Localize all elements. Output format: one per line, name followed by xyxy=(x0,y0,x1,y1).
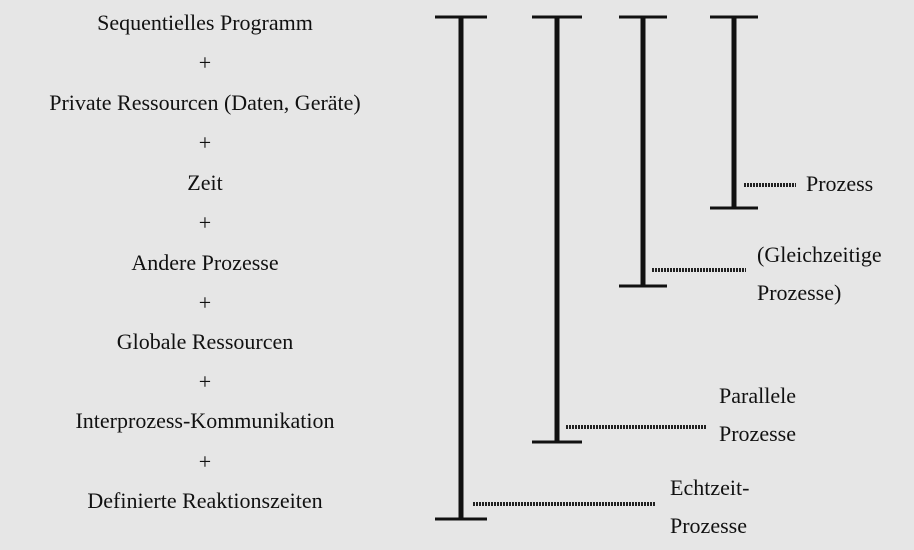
bracket-echtzeit xyxy=(435,15,656,521)
label-parallele-prozesse: Parallele Prozesse xyxy=(719,377,796,453)
label-echtzeit-line2: Prozesse xyxy=(670,513,747,538)
plus-sign: + xyxy=(198,50,212,75)
component-private-resources: Private Ressourcen (Daten, Geräte) xyxy=(49,90,361,115)
component-defined-reaction-times: Definierte Reaktionszeiten xyxy=(87,488,323,513)
bracket-parallele xyxy=(532,15,706,444)
plus-sign: + xyxy=(198,130,212,155)
component-sequential-program: Sequentielles Programm xyxy=(97,10,313,35)
component-time: Zeit xyxy=(187,170,223,195)
label-gleichzeitige-prozesse: (Gleichzeitige Prozesse) xyxy=(757,236,882,312)
component-other-processes: Andere Prozesse xyxy=(131,250,279,275)
bracket-prozess xyxy=(710,15,796,210)
plus-sign: + xyxy=(198,290,212,315)
label-prozess: Prozess xyxy=(806,165,873,203)
label-parallele-line1: Parallele xyxy=(719,383,796,408)
label-prozess-line1: Prozess xyxy=(806,171,874,196)
plus-sign: + xyxy=(198,369,212,394)
component-global-resources: Globale Ressourcen xyxy=(116,329,294,354)
bracket-gleichzeitige xyxy=(619,15,746,288)
label-echtzeit-prozesse: Echtzeit- Prozesse xyxy=(670,469,749,545)
label-echtzeit-line1: Echtzeit- xyxy=(670,475,750,500)
label-parallele-line2: Prozesse xyxy=(719,421,796,446)
plus-sign: + xyxy=(198,449,212,474)
label-gleichzeitige-line1: (Gleichzeitige xyxy=(757,242,882,267)
plus-sign: + xyxy=(198,210,212,235)
label-gleichzeitige-line2: Prozesse) xyxy=(757,280,842,305)
component-interprocess-communication: Interprozess-Kommunikation xyxy=(75,408,335,433)
